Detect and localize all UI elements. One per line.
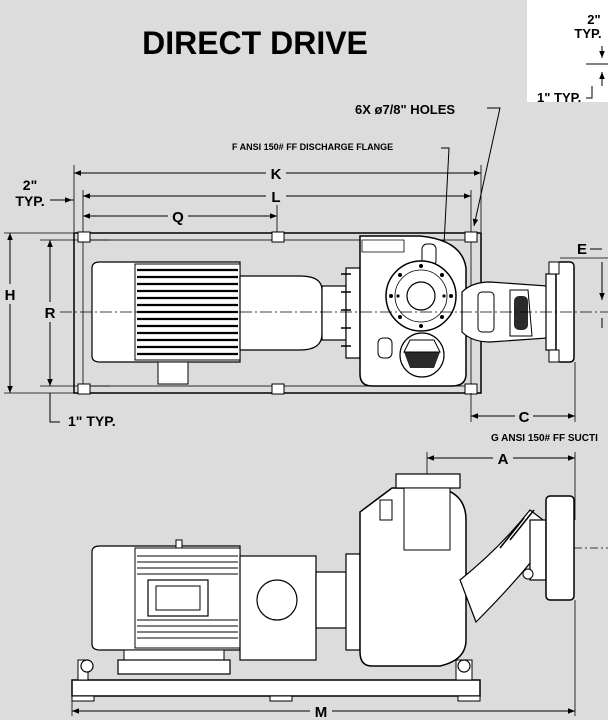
dim-h-label: H [5,287,16,304]
side-view [71,473,608,702]
page-title: DIRECT DRIVE [142,25,368,61]
inset-top-dim: 2" [587,12,600,27]
suction-flange-callout: G ANSI 150# FF SUCTI [491,433,598,444]
left-top-typ: TYP. [15,193,44,209]
inset-panel [527,0,608,102]
dimension-m: M [71,600,576,720]
dim-q-label: Q [172,209,184,226]
dimension-k: K [73,165,482,232]
dim-c-label: C [519,409,530,426]
mount-hole [77,383,91,395]
mount-hole [464,383,478,395]
junction-box [147,579,209,617]
mount-hole [464,231,478,243]
bearing-bracket [321,285,347,341]
dim-l-label: L [271,189,280,206]
dim-a-label: A [498,451,509,468]
flange-holes [389,264,453,328]
dim-m-label: M [315,704,328,720]
base-rail [71,679,481,697]
dim-r-label: R [45,305,56,322]
top-view [60,231,608,395]
inset-bottom-dim: 1" TYP. [537,90,581,105]
left-bottom-dim: 1" TYP. [68,413,116,429]
mount-hole [77,231,91,243]
discharge-flange-callout: F ANSI 150# FF DISCHARGE FLANGE [232,142,393,152]
holes-callout: 6X ø7/8" HOLES [355,102,455,117]
dimension-l: L [82,189,472,232]
left-top-dim: 2" [23,177,37,193]
dimension-q: Q [83,205,278,232]
dim-k-label: K [271,166,282,183]
dim-e-label: E [577,241,587,258]
dimension-e: E [560,241,608,328]
inset-detail: 2" TYP. 1" TYP. [527,0,608,105]
dimension-c: C [470,362,576,426]
mount-hole [271,383,285,395]
motor-foot [157,361,189,385]
mount-hole [271,231,285,243]
dimension-a: A [426,451,576,520]
inset-typ-label: TYP. [574,26,601,41]
coupling-guard [239,275,323,351]
side-suction-flange [545,495,575,601]
